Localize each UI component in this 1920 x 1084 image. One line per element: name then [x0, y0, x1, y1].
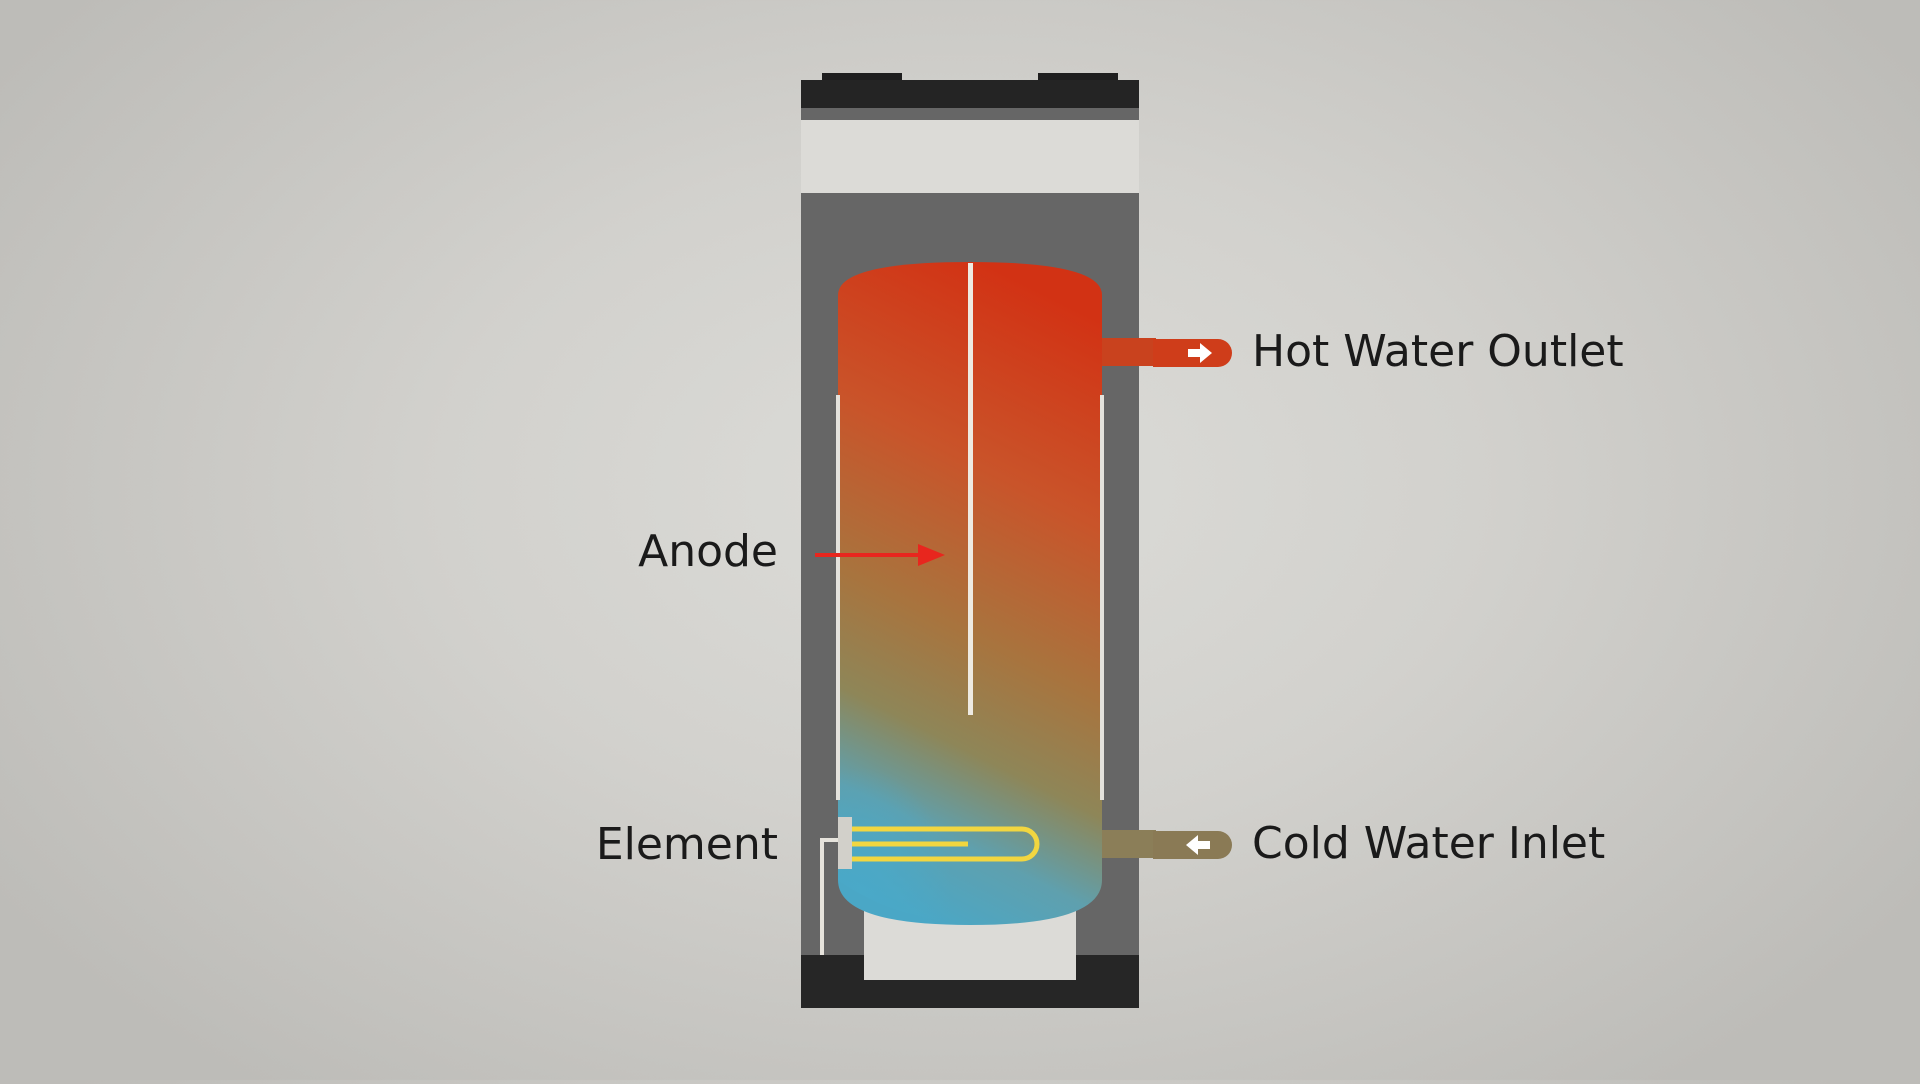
element-flange [838, 817, 852, 869]
cold-inlet-connector [1153, 831, 1232, 859]
anode-rod [968, 263, 973, 715]
cabinet-top-trim [801, 80, 1139, 108]
anode-arrow-head [918, 544, 945, 566]
side-rail-right [1100, 395, 1104, 800]
hot-outlet-connector [1153, 339, 1232, 367]
top-lug-left [822, 73, 902, 81]
side-rail-left [836, 395, 840, 800]
element-wire [820, 838, 842, 955]
arrow-left-icon [1186, 835, 1210, 855]
element-coil [852, 826, 1040, 862]
cold-water-zone [838, 700, 1000, 925]
cold-water-inlet-label: Cold Water Inlet [1252, 818, 1606, 869]
arrow-right-icon [1188, 343, 1212, 363]
cold-inlet-pipe [1096, 830, 1156, 858]
insulation-cap [801, 120, 1139, 193]
top-lug-right [1038, 73, 1118, 81]
anode-label: Anode [638, 526, 778, 577]
hot-outlet-pipe [1096, 338, 1156, 366]
hot-water-outlet-label: Hot Water Outlet [1252, 326, 1624, 377]
element-label: Element [595, 819, 778, 870]
